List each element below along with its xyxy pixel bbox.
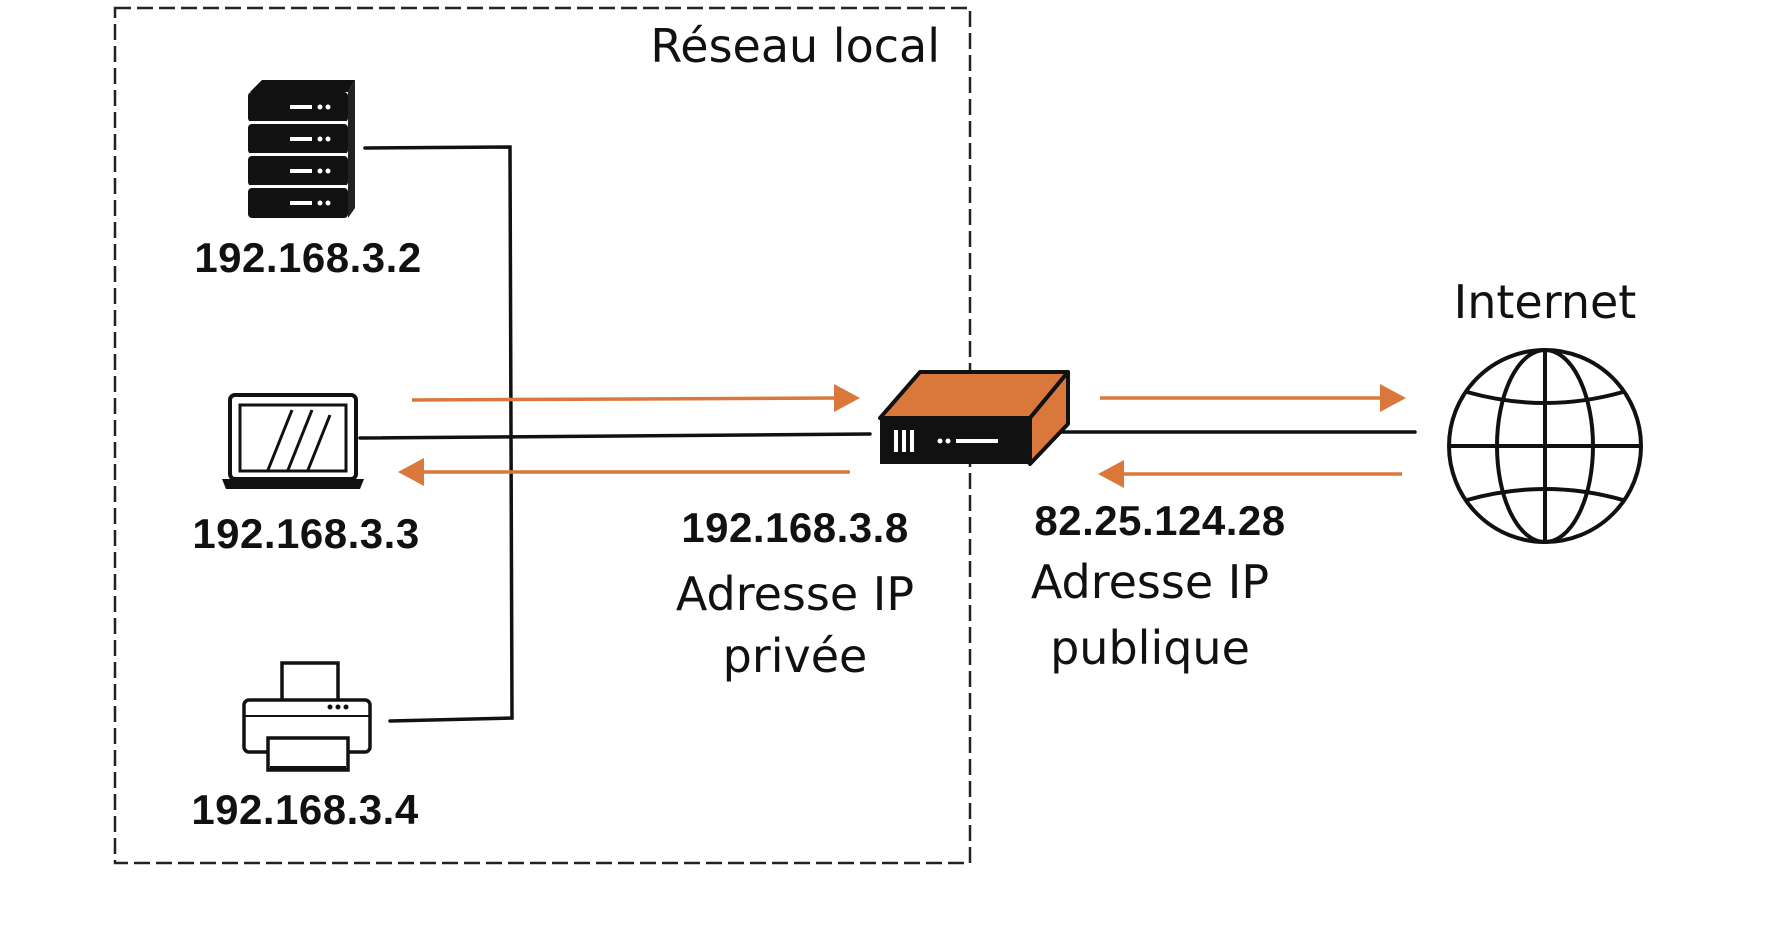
internet-label: Internet [1454, 275, 1637, 329]
router-icon [878, 370, 1070, 466]
laptop-icon [222, 393, 364, 489]
router-private-ip: 192.168.3.8 [681, 504, 908, 551]
lan-label: Réseau local [650, 19, 940, 73]
router-private-label-line1: Adresse IP [676, 567, 914, 621]
globe-icon [1447, 348, 1643, 544]
printer-icon [242, 661, 372, 772]
arrow-inbound-wan [1098, 460, 1402, 488]
arrow-inbound-lan [398, 458, 850, 486]
server-ip: 192.168.3.2 [194, 234, 421, 281]
printer-ip: 192.168.3.4 [191, 786, 419, 833]
arrow-outbound-lan [411, 384, 860, 412]
lan-bus [363, 145, 514, 723]
router-public-ip: 82.25.124.28 [1034, 497, 1285, 544]
server-icon [248, 80, 355, 218]
laptop-ip: 192.168.3.3 [192, 510, 419, 557]
router-public-label-line1: Adresse IP [1031, 555, 1269, 609]
arrow-outbound-wan [1100, 384, 1406, 412]
router-private-label-line2: privée [723, 629, 868, 683]
backbone-line [358, 432, 872, 440]
router-public-label-line2: publique [1050, 621, 1250, 675]
